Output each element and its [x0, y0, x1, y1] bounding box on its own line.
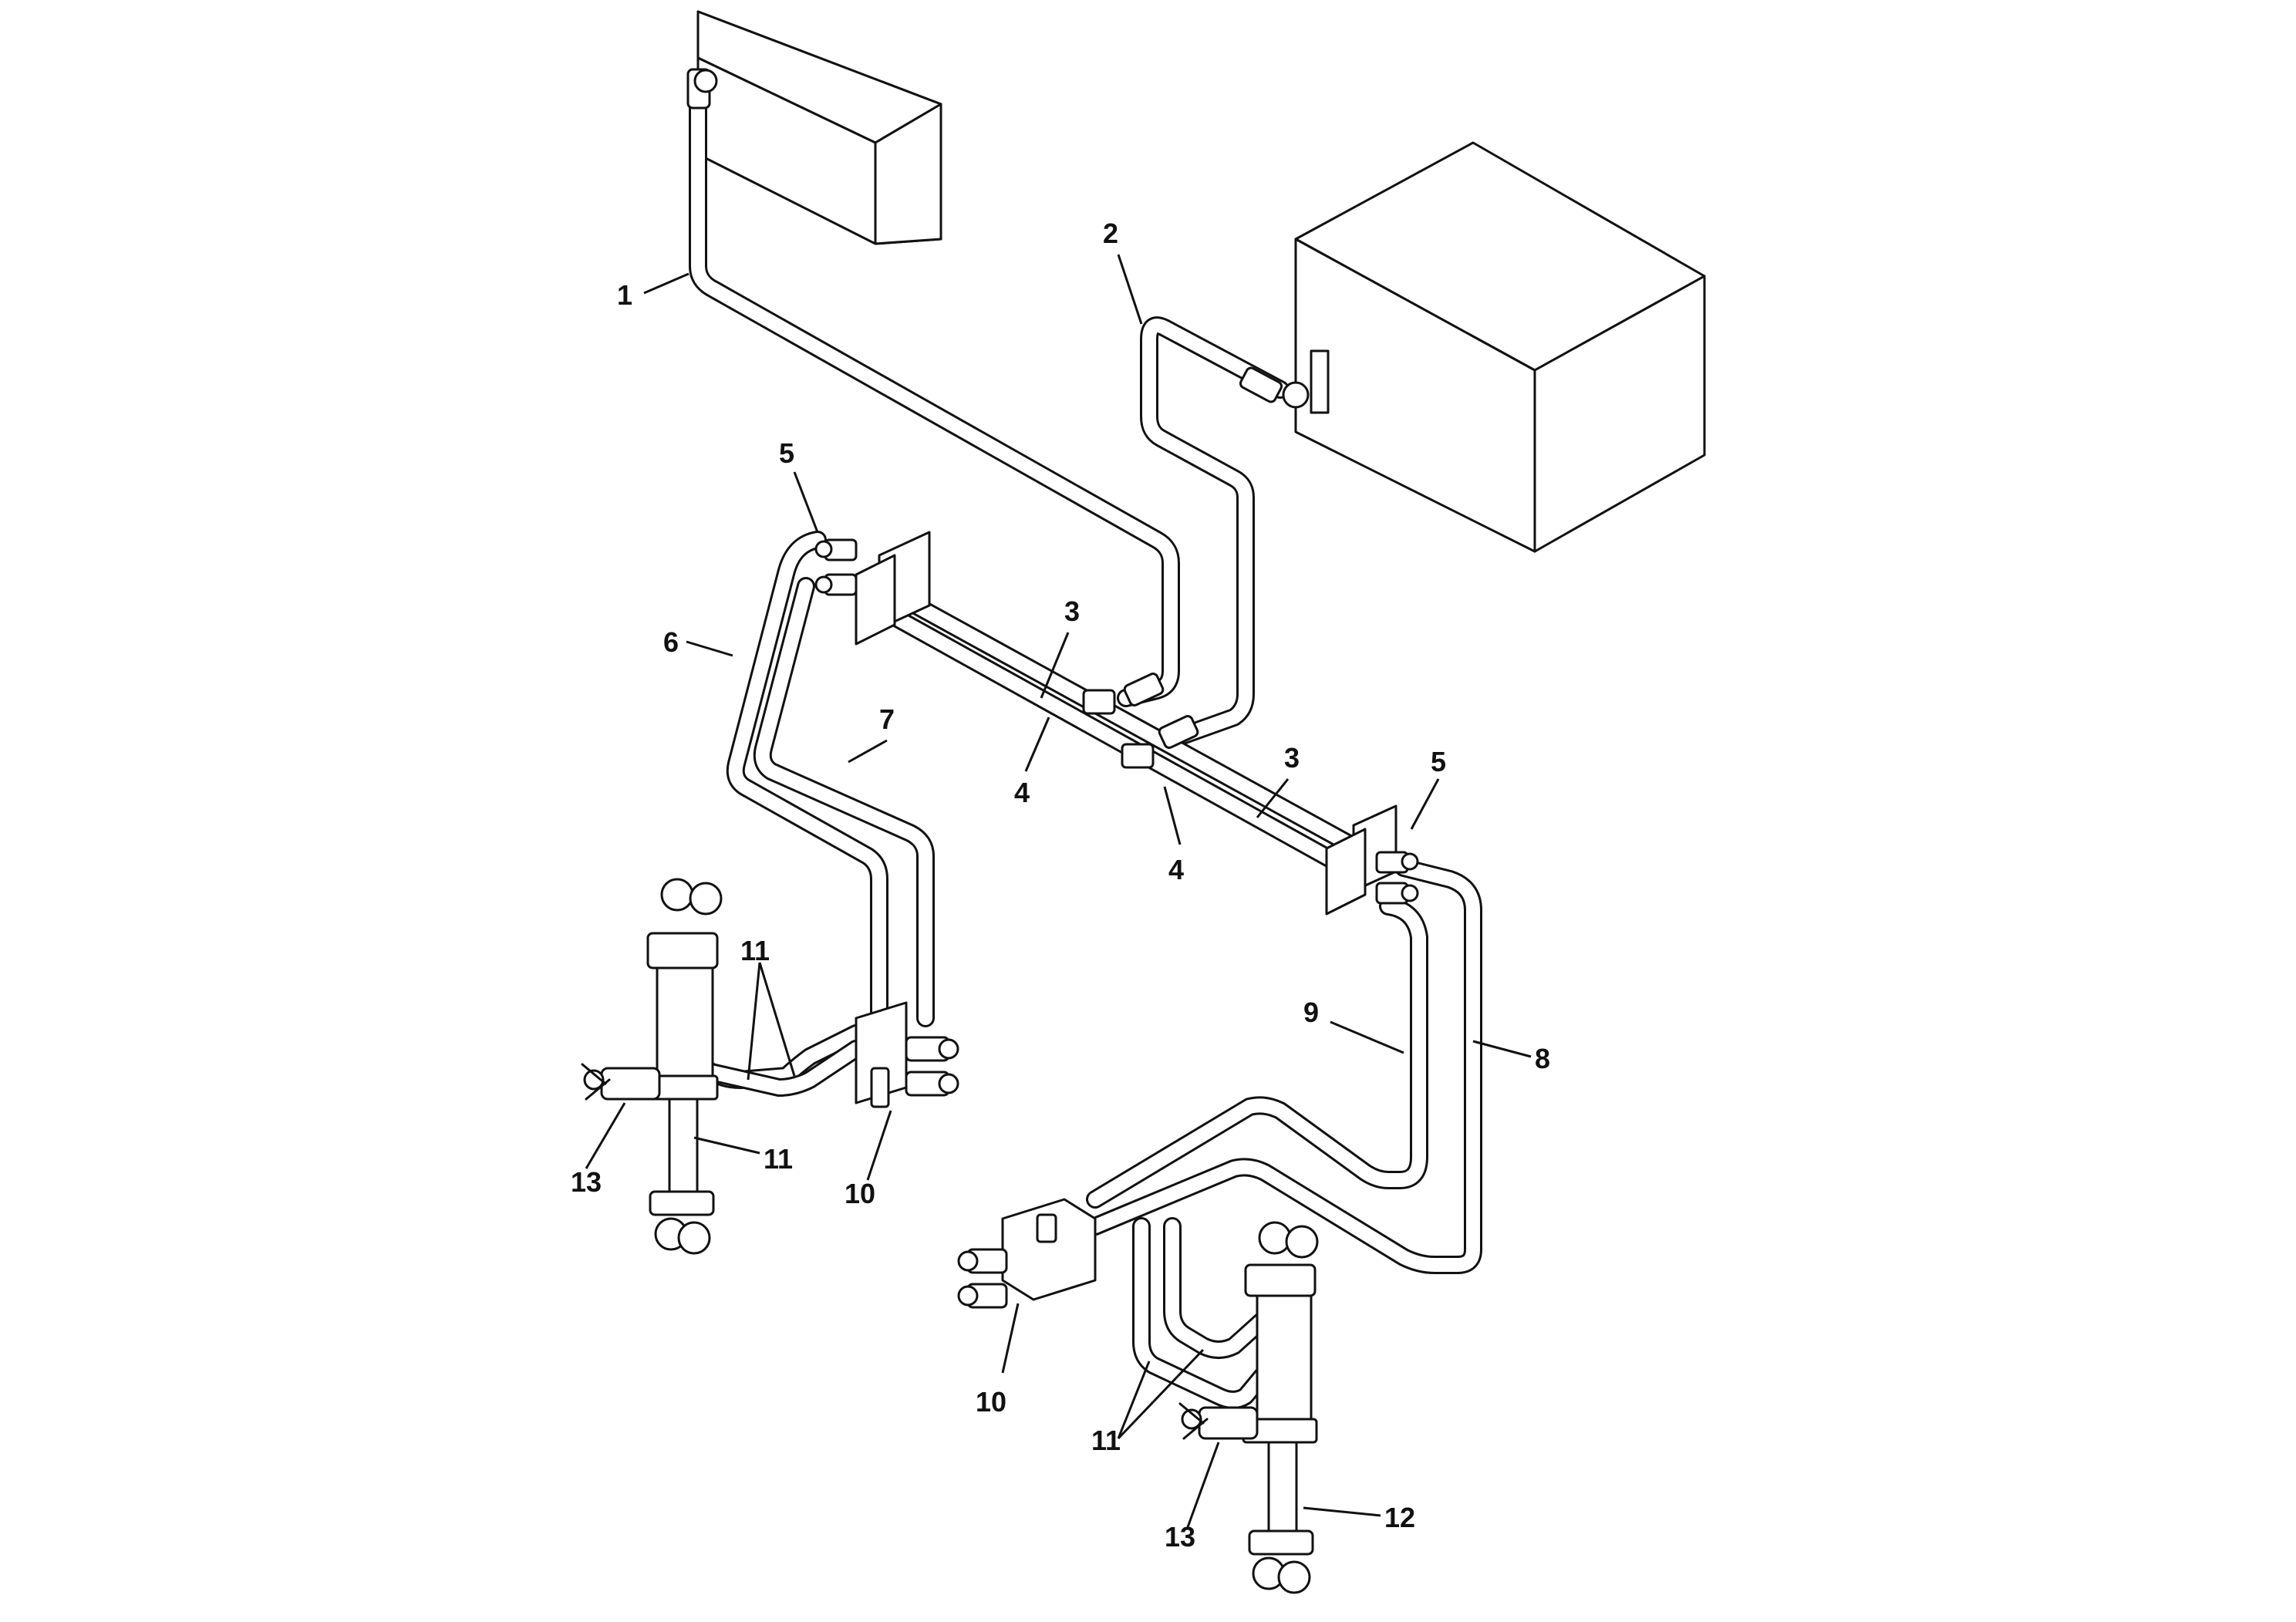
callout-2: 2 [1103, 218, 1118, 249]
valve-block-left [855, 1001, 959, 1108]
callout-8: 8 [1535, 1043, 1550, 1074]
fittings [686, 68, 1310, 769]
cylinder-left [642, 878, 723, 1255]
callout-7: 7 [879, 703, 895, 735]
callout-5-lower: 5 [1431, 746, 1446, 777]
callout-4-upper: 4 [1014, 777, 1030, 808]
callout-4-lower: 4 [1168, 854, 1184, 885]
callout-9: 9 [1303, 996, 1319, 1028]
callout-10-left: 10 [845, 1178, 875, 1209]
callout-3-lower: 3 [1284, 742, 1300, 774]
callout-11-left-lower: 11 [764, 1143, 793, 1175]
bracket-manifold-left [814, 531, 931, 646]
callout-11-right: 11 [1091, 1425, 1121, 1456]
bracket-manifold-right [1325, 804, 1419, 916]
throttle-valve-left [581, 1063, 661, 1101]
hoses [662, 72, 1482, 1409]
callout-12: 12 [1384, 1502, 1415, 1533]
callout-13-left: 13 [571, 1166, 602, 1198]
leader-lines [585, 254, 1532, 1528]
callout-10-right: 10 [976, 1386, 1006, 1418]
callout-3-upper: 3 [1064, 595, 1080, 627]
valve-block-right [957, 1198, 1097, 1309]
callout-11-left-upper: 11 [740, 935, 770, 966]
large-reservoir [1294, 141, 1706, 553]
callout-5-upper: 5 [779, 437, 794, 469]
cylinder-right [1242, 1221, 1319, 1594]
callout-6: 6 [663, 626, 679, 658]
throttle-valve-right [1178, 1402, 1259, 1440]
small-reservoir [696, 10, 942, 245]
callout-13-right: 13 [1165, 1521, 1195, 1553]
callout-1: 1 [617, 279, 632, 311]
callout-labels: 1 2 3 3 4 4 5 5 6 7 8 9 10 10 11 11 11 1… [571, 218, 1550, 1553]
